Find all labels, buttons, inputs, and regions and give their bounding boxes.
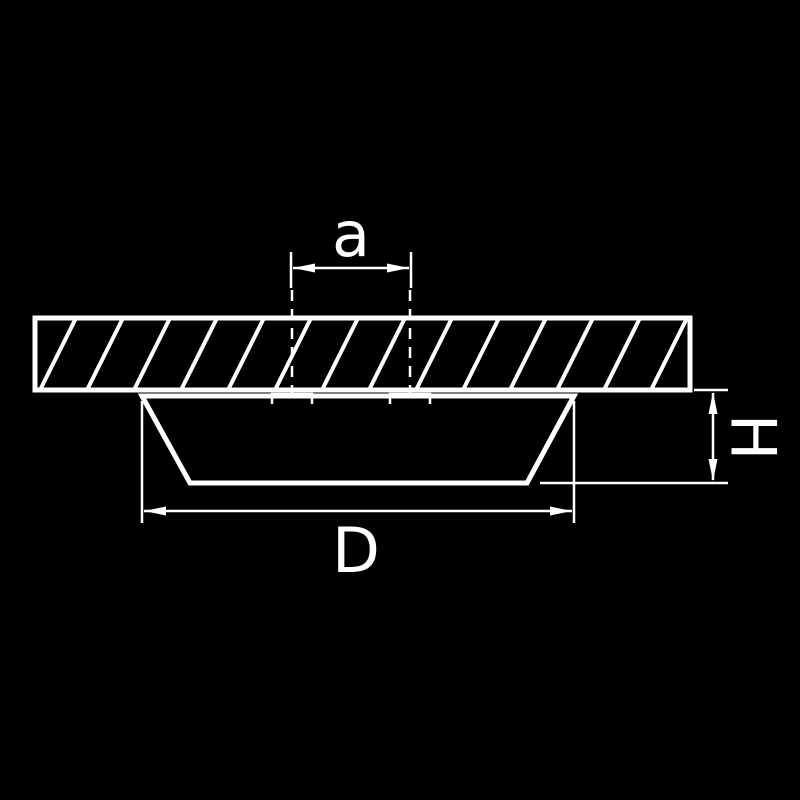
dimension-a: a — [289, 198, 413, 288]
hatch-line — [414, 317, 454, 391]
hatch-line — [38, 317, 78, 391]
ceiling-panel-outline — [32, 315, 693, 393]
hatch-line — [461, 317, 501, 391]
hatch-line — [367, 317, 407, 391]
hatch-line — [132, 317, 172, 391]
arrowhead-right-icon — [387, 263, 409, 273]
ceiling-panel-section — [32, 315, 693, 393]
hatch-line — [179, 317, 219, 391]
hatch-line — [508, 317, 548, 391]
hatch-line — [226, 317, 266, 391]
section-hatch-lines — [38, 317, 689, 391]
dimension-H-label: H — [717, 414, 790, 461]
arrowhead-left-icon — [293, 263, 315, 273]
arrowhead-right-icon — [550, 506, 572, 516]
fixture-body-trapezoid — [137, 393, 579, 486]
hatch-line — [602, 317, 642, 391]
dimension-D-label: D — [332, 514, 380, 587]
arrowhead-up-icon — [708, 392, 718, 414]
hatch-line — [649, 317, 689, 391]
arrowhead-down-icon — [708, 459, 718, 481]
hatch-line — [320, 317, 360, 391]
arrowhead-left-icon — [144, 506, 166, 516]
hatch-line — [85, 317, 125, 391]
dimension-H: H — [540, 388, 790, 485]
dimension-D: D — [140, 401, 576, 587]
dimension-a-label: a — [332, 198, 370, 271]
cutout-hole-hidden-lines — [290, 290, 412, 404]
hatch-line — [555, 317, 595, 391]
